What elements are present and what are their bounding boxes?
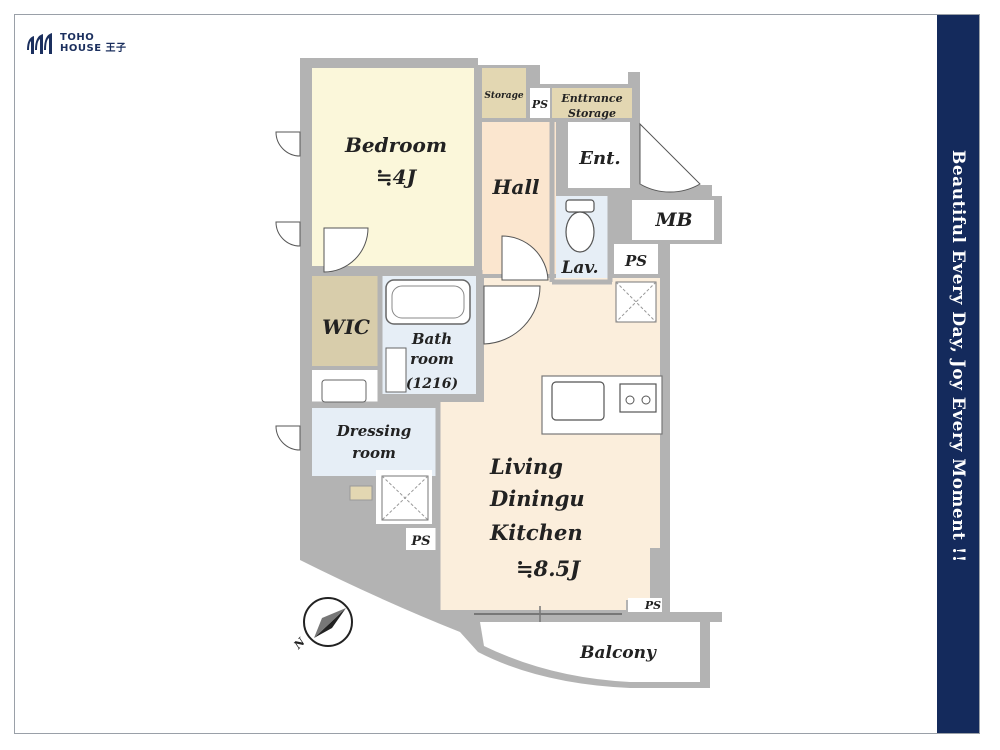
mb-label: MB <box>654 209 692 231</box>
bedroom-label: Bedroom <box>344 133 447 157</box>
compass-north-label: N <box>291 635 309 653</box>
entrance-door <box>639 122 701 193</box>
stove-burner-2 <box>641 395 651 405</box>
bathtub-inner <box>391 285 465 319</box>
entrance-storage-label-2: Storage <box>568 107 616 120</box>
toilet-tank <box>565 199 595 213</box>
storage-area <box>482 68 526 118</box>
hall-label: Hall <box>491 175 539 199</box>
ps-top-label: PS <box>531 98 548 111</box>
ps-area-left <box>406 528 436 550</box>
wic-label: WIC <box>322 315 370 339</box>
storage-label: Storage <box>484 91 524 101</box>
ldk-area <box>440 278 660 610</box>
kitchen-sink <box>551 381 605 421</box>
hall-door <box>501 235 549 281</box>
bath-label-2: room <box>410 350 454 368</box>
bath-door <box>385 347 407 393</box>
bath-label-3: (1216) <box>406 376 458 392</box>
mb-area <box>632 200 714 240</box>
ps-bottom-label: PS <box>644 599 661 612</box>
entrance-storage-label-1: Enttrance <box>560 92 622 105</box>
ldk-label-1: Living <box>489 454 563 479</box>
dressing-label-2: room <box>352 444 396 462</box>
ent-label: Ent. <box>578 148 620 169</box>
ldk-label-2: Diningu <box>489 486 585 511</box>
ldk-size-label: ≒8.5J <box>516 556 582 581</box>
stove <box>619 383 657 413</box>
ldk-label-3: Kitchen <box>489 520 583 545</box>
wic-area <box>312 276 378 366</box>
tagline-text: Beautiful Every Day, Joy Every Moment !! <box>948 150 968 563</box>
ps-area-bottom <box>628 598 662 612</box>
ps-area-top <box>530 88 550 118</box>
balcony-label: Balcony <box>579 643 657 663</box>
stove-burner-1 <box>625 395 635 405</box>
bedroom-door <box>323 227 369 273</box>
balcony-area <box>480 622 700 682</box>
basin <box>321 379 367 403</box>
ps-right-label: PS <box>624 252 647 270</box>
ps-left-label: PS <box>410 534 430 549</box>
dressing-step <box>349 485 373 501</box>
bedroom-size-label: ≒4J <box>376 165 418 189</box>
ps-area-right <box>614 244 658 274</box>
side-banner <box>937 15 979 733</box>
brand-line-1: TOHO <box>60 32 95 43</box>
lav-label: Lav. <box>560 258 598 278</box>
ldk-door <box>483 285 541 345</box>
window-left-3 <box>275 425 301 451</box>
ent-area <box>568 122 630 188</box>
compass-icon <box>303 597 353 647</box>
brand-line-2: HOUSE 王子 <box>60 43 127 54</box>
entrance-storage-area <box>552 88 632 118</box>
dressing-label-1: Dressing <box>336 422 411 440</box>
bath-label-1: Bath <box>411 330 452 348</box>
dressing-area <box>312 408 436 476</box>
window-left-2 <box>275 221 301 247</box>
bathtub <box>385 279 471 325</box>
toho-logo-icon <box>27 33 52 54</box>
fridge-space <box>615 281 657 323</box>
brand-logo: TOHO HOUSE 王子 <box>24 30 127 56</box>
toilet-bowl <box>565 211 595 253</box>
window-left-1 <box>275 131 301 157</box>
